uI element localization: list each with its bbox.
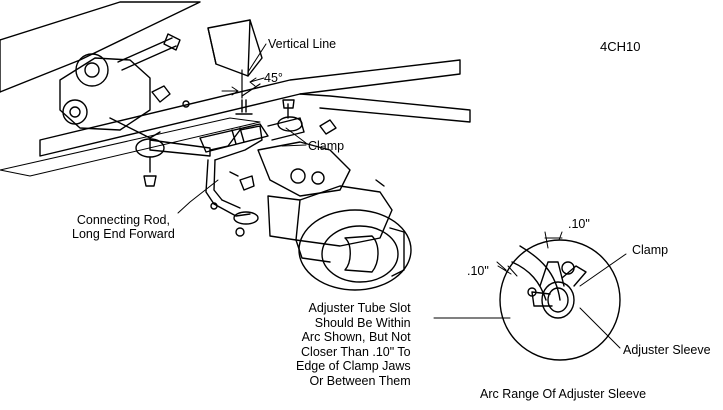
hub-drum xyxy=(298,209,412,291)
figure-id: 4CH10 xyxy=(600,39,641,54)
clearance-left-label: .10" xyxy=(467,264,489,278)
adjuster-sleeve-assembly xyxy=(199,99,305,153)
knuckle-and-spindle xyxy=(257,141,393,263)
detail-clamp-label: Clamp xyxy=(632,243,669,257)
fasteners xyxy=(151,85,385,210)
detail-caption: Arc Range Of Adjuster Sleeve xyxy=(480,387,647,401)
angle-label: 45° xyxy=(264,71,283,85)
vertical-line-label: Vertical Line xyxy=(268,37,337,51)
leader-lines-detail xyxy=(433,253,627,349)
steering-gear-box xyxy=(59,33,181,139)
connecting-rod xyxy=(135,125,263,237)
adjuster-sleeve-label: Adjuster Sleeve xyxy=(623,343,711,357)
vertical-reference xyxy=(207,19,265,99)
sleeve-detail xyxy=(496,231,621,361)
clearance-top-label: .10" xyxy=(568,217,590,231)
slot-note: Adjuster Tube Slot Should Be Within Arc … xyxy=(296,301,411,388)
connecting-rod-label: Connecting Rod, Long End Forward xyxy=(72,213,175,241)
clamp-label: Clamp xyxy=(308,139,345,153)
leader-lines-main xyxy=(177,43,307,214)
